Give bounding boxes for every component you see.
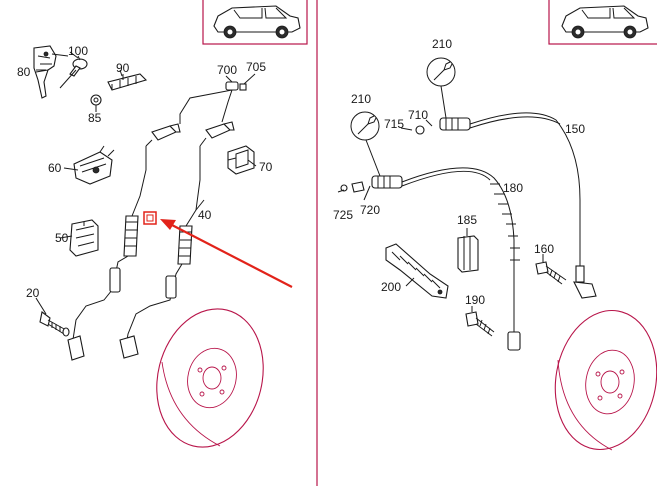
callout-label: 710	[408, 108, 428, 122]
callout-label: 725	[333, 208, 353, 222]
wrench-icon	[350, 111, 380, 141]
callout-label: 40	[198, 208, 212, 222]
callout-label: 210	[351, 92, 371, 106]
connector-part	[225, 73, 256, 91]
callout-label: 700	[217, 63, 237, 77]
clip-part	[107, 73, 148, 91]
callout-label: 80	[17, 65, 31, 79]
callout-label: 190	[465, 293, 485, 307]
bracket-strip-part	[385, 243, 449, 299]
sleeve-part	[457, 235, 479, 273]
callout-label: 715	[384, 117, 404, 131]
bolt-part	[69, 55, 88, 77]
bolt-part	[465, 311, 495, 337]
callout-label: 180	[503, 181, 523, 195]
callout-label: 210	[432, 37, 452, 51]
red-arrow-icon	[160, 219, 293, 288]
left-car-thumbnail-frame	[202, 0, 308, 45]
callout-label: 90	[116, 61, 130, 75]
callout-label: 20	[26, 286, 40, 300]
callout-label: 200	[381, 280, 401, 294]
suv-car-icon	[213, 5, 301, 39]
sensor-cable-lower	[340, 167, 521, 351]
brake-disc-left	[156, 308, 264, 448]
callout-label: 70	[259, 160, 273, 174]
right-car-thumbnail-frame	[548, 0, 657, 45]
callout-label: 100	[68, 44, 88, 58]
callout-label: 185	[457, 213, 477, 227]
suv-car-icon	[561, 5, 649, 39]
wrench-icon	[426, 57, 456, 87]
bolt-part	[535, 261, 567, 285]
callout-label: 705	[246, 60, 266, 74]
nut-part	[90, 94, 102, 112]
mount-bracket-part	[69, 219, 99, 257]
red-square-marker-icon	[143, 211, 157, 225]
holder-part	[227, 145, 255, 175]
callout-label: 60	[48, 161, 62, 175]
callout-label: 160	[534, 242, 554, 256]
bolt-part	[39, 311, 70, 337]
brake-disc-right	[554, 309, 657, 451]
sensor-cable-left	[67, 123, 181, 361]
sensor-cable-right	[119, 121, 235, 359]
callout-label: 150	[565, 122, 585, 136]
sensor-cable-upper	[415, 112, 597, 299]
harness-clip-part	[73, 145, 115, 185]
callout-label: 720	[360, 203, 380, 217]
callout-label: 85	[88, 111, 102, 125]
callout-label: 50	[55, 231, 69, 245]
